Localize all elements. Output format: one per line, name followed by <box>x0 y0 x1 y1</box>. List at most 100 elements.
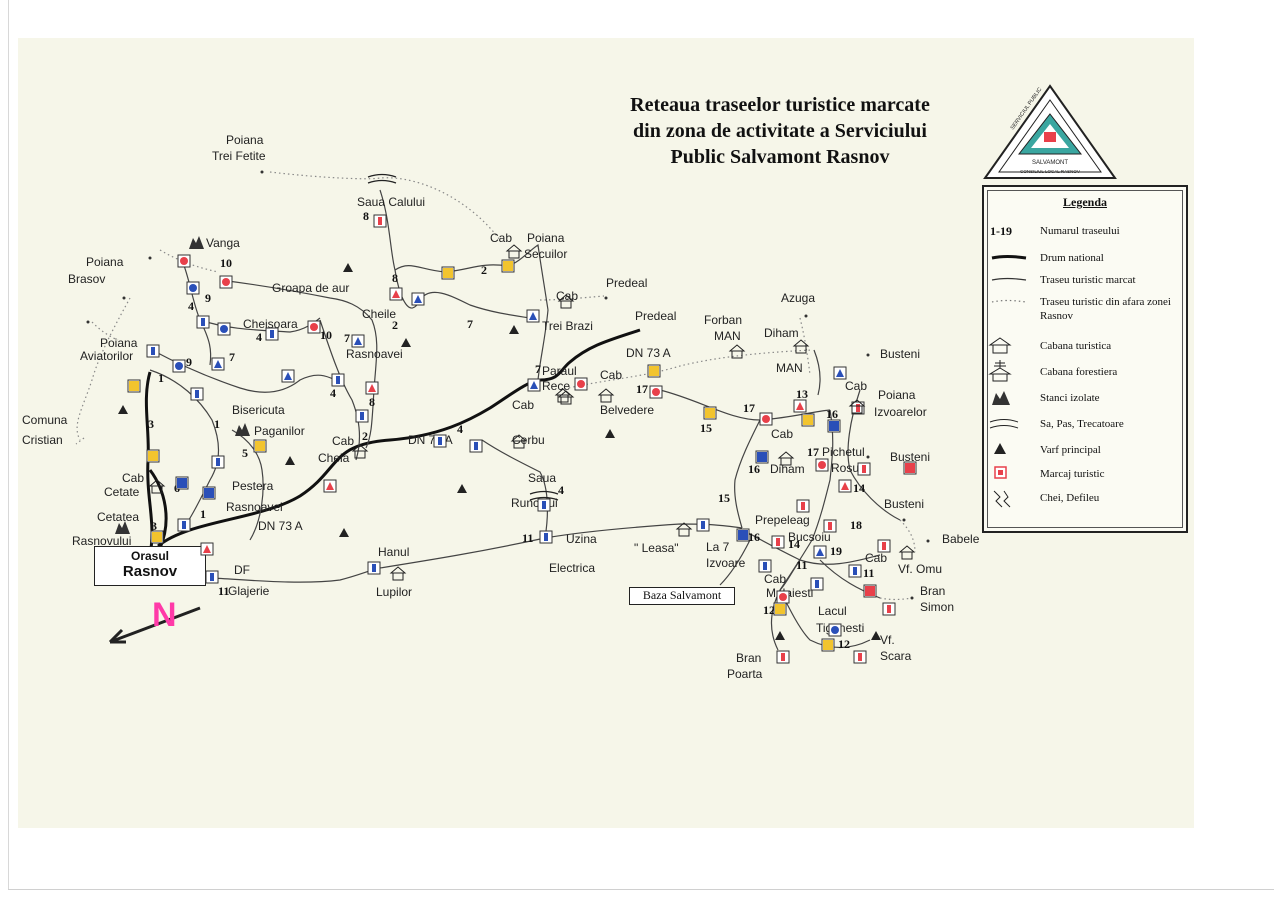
trail-marker-symbol <box>905 463 915 473</box>
cabin-icon-body <box>795 345 807 354</box>
trail-marker-symbol <box>882 542 886 550</box>
place-label: Lupilor <box>376 585 413 599</box>
legend-label: Traseu turistic din afara zonei Rasnov <box>1040 296 1171 322</box>
trail-number: 4 <box>188 299 194 313</box>
town-rasnov-box: Orasul Rasnov <box>94 546 206 586</box>
trail-number: 15 <box>700 421 712 435</box>
legend-label: Drum national <box>1040 252 1104 264</box>
place-label: Brasov <box>68 272 106 286</box>
exit-arrow-icon <box>910 596 914 600</box>
place-label: Cetate <box>104 485 140 499</box>
trail-marker-symbol <box>652 388 660 396</box>
exit-arrow-icon <box>260 170 264 174</box>
trail-marker-symbol <box>270 330 274 338</box>
place-label: Cheia <box>318 451 350 465</box>
trail-number: 7 <box>467 317 473 331</box>
trail-marker-symbol <box>829 421 839 431</box>
peak-icon <box>285 456 295 465</box>
legend-title: Legenda <box>1062 195 1107 209</box>
map-title: Reteaua traseelor turistice marcate din … <box>560 92 1000 170</box>
salvamont-logo: SALVAMONT CONSILIUL LOCAL RASNOV SERVICI… <box>983 84 1117 179</box>
peak-icon <box>339 528 349 537</box>
place-label: Cab <box>512 398 535 412</box>
trail-number: 11 <box>218 584 230 598</box>
trail-number: 17 <box>743 401 755 415</box>
place-label: Paraul <box>542 364 577 378</box>
gorge-icon <box>993 490 1011 508</box>
place-label: DN 73 A <box>258 519 303 533</box>
place-label: Poiana <box>527 231 565 245</box>
place-label: Vf. Omu <box>898 562 943 576</box>
north-arrow-icon <box>108 606 201 644</box>
peak-icon <box>457 484 467 493</box>
place-label: Diham <box>764 326 799 340</box>
trail-marker-symbol <box>542 501 546 509</box>
place-label: Aviatorilor <box>80 349 134 363</box>
trail-marker-symbol <box>378 217 382 225</box>
trail-marker-symbol <box>856 404 860 412</box>
cabin-icon <box>777 451 795 459</box>
trail-marker-symbol <box>831 626 839 634</box>
trail-number: 16 <box>748 530 760 544</box>
trail-number: 1 <box>214 417 220 431</box>
trail-number: 8 <box>363 209 369 223</box>
cabin-icon <box>988 337 1012 354</box>
trail-marker-symbol <box>368 384 376 392</box>
rocks-icon <box>189 236 204 249</box>
trail-number: 4 <box>330 386 336 400</box>
place-label: Cab <box>600 368 623 382</box>
cabin-icon-body <box>557 394 569 403</box>
place-label: Lacul <box>818 604 847 618</box>
place-label: Poiana <box>86 255 124 269</box>
cabin-icon-body <box>600 394 612 403</box>
trail-marker-symbol <box>815 580 819 588</box>
place-label: Uzina <box>566 532 597 546</box>
trail-marker-symbol <box>738 530 748 540</box>
place-label: Bucsoiu <box>788 530 831 544</box>
trail-marker-symbol <box>438 437 442 445</box>
trail-marker-symbol <box>836 369 844 377</box>
place-label: Busteni <box>890 450 931 464</box>
trail-marker-symbol <box>255 441 265 451</box>
place-label: DF <box>234 563 250 577</box>
thick-line-icon <box>991 255 1027 260</box>
trail-marker-symbol <box>201 318 205 326</box>
trail-marker-symbol <box>216 458 220 466</box>
trail-marker-symbol <box>474 442 478 450</box>
place-label: Glajerie <box>228 584 270 598</box>
place-label: Cab <box>764 572 787 586</box>
trail-marker-symbol <box>210 573 214 581</box>
legend-label: Stanci izolate <box>1040 392 1100 404</box>
legend-label: Varf principal <box>1040 444 1101 456</box>
trail-number: 11 <box>796 558 808 572</box>
legend-label: Sa, Pas, Trecatoare <box>1040 418 1124 430</box>
trail-marker-symbol <box>414 295 422 303</box>
place-label: Trei Brazi <box>542 319 593 333</box>
place-label: Hanul <box>378 545 410 559</box>
cabin-icon-body <box>508 250 520 259</box>
cabin-icon <box>597 388 615 396</box>
trail-marker-symbol <box>577 380 585 388</box>
trail-marker-symbol <box>841 482 849 490</box>
place-label: Comuna <box>22 413 68 427</box>
exit-arrow-icon <box>604 296 608 300</box>
logo-text-bottom: CONSILIUL LOCAL RASNOV <box>1020 169 1080 174</box>
trail-number: 15 <box>718 491 730 505</box>
place-label: Pichetul <box>822 445 865 459</box>
trail-number: 9 <box>186 355 192 369</box>
trail-number: 17 <box>636 382 648 396</box>
cabin-icon-body <box>780 457 792 466</box>
trail-marker-symbol <box>203 545 211 553</box>
peak-icon <box>871 631 881 640</box>
cabin-icon-body <box>731 350 743 359</box>
trail-marker-symbol <box>865 586 875 596</box>
cabin-icon-body <box>354 450 366 459</box>
legend-label: Numarul traseului <box>1040 225 1120 237</box>
exit-arrow-icon <box>86 320 90 324</box>
exit-arrow-icon <box>122 296 126 300</box>
place-label: MAN <box>714 329 741 343</box>
cabin-icon <box>389 566 407 574</box>
exit-arrow-icon <box>866 353 870 357</box>
cabin-icon-body <box>513 440 525 449</box>
